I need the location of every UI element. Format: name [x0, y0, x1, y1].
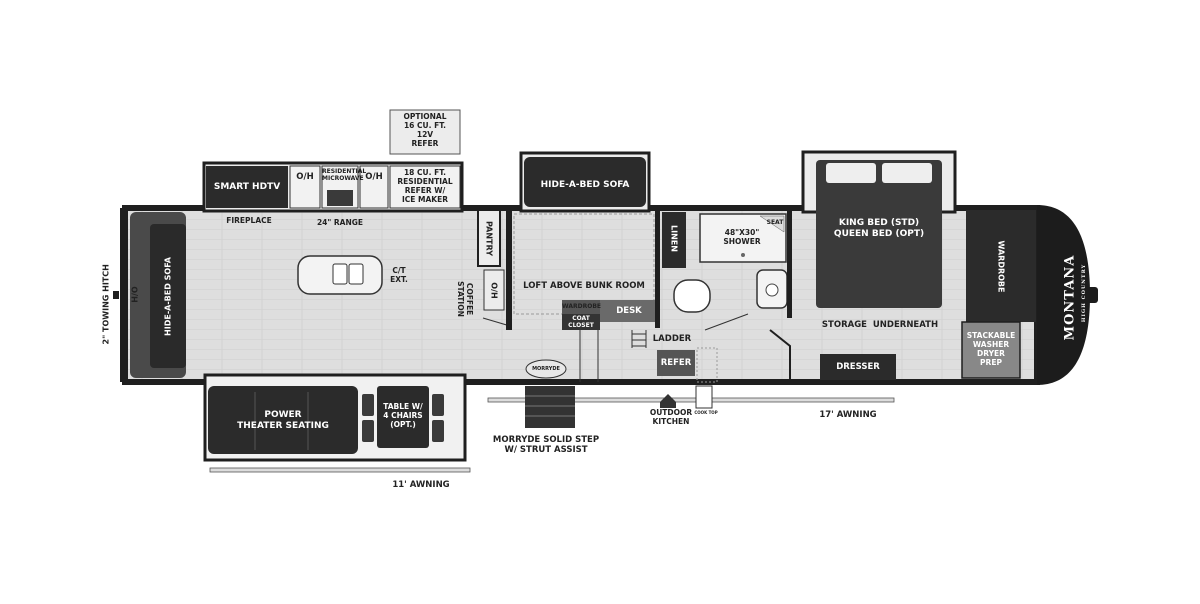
optional-refer-label: OPTIONAL 16 CU. FT. 12V REFER — [403, 112, 447, 148]
range-label: 24" RANGE — [316, 218, 364, 227]
washer-dryer — [961, 321, 1021, 379]
entry-step — [525, 386, 575, 428]
fireplace-label: FIREPLACE — [226, 216, 272, 225]
coffee-oh — [483, 269, 505, 311]
optional-refer-box — [389, 109, 461, 155]
bath-wall-right — [787, 208, 792, 318]
front-wardrobe-label: WARDROBE — [996, 240, 1006, 293]
front-wardrobe — [966, 210, 1036, 322]
oh-cabinet-1 — [289, 165, 321, 209]
dining-table — [377, 386, 429, 448]
bunk-sofa — [524, 157, 646, 207]
cook-top-label: COOK TOP — [694, 410, 718, 415]
montana-logo: MONTANA — [1062, 254, 1078, 341]
kingpin — [1086, 287, 1098, 303]
ladder — [631, 330, 647, 348]
shower-label: 48"X30" SHOWER — [723, 228, 761, 246]
sink-right — [348, 263, 364, 285]
fridge-cabinet — [389, 165, 461, 209]
outdoor-refer — [657, 350, 695, 376]
coat-closet — [562, 314, 600, 330]
washer-dryer-label: STACKABLE WASHER DRYER PREP — [966, 331, 1016, 367]
towing-hitch-label: 2" TOWING HITCH — [101, 264, 111, 345]
coffee-station-label: COFFEE STATION — [456, 281, 474, 317]
ho-label: H/O — [130, 286, 140, 303]
residential-refer-label: 18 CU. FT. RESIDENTIAL REFER W/ ICE MAKE… — [397, 168, 453, 204]
ct-ext-label: C/T EXT. — [390, 266, 408, 284]
loft-label: LOFT ABOVE BUNK ROOM — [523, 281, 645, 291]
seat-label: SEAT — [766, 219, 784, 226]
oh-label-3: O/H — [489, 282, 499, 299]
dresser-label: DRESSER — [836, 362, 880, 372]
hitch-mark — [113, 291, 119, 299]
theater-seats — [208, 386, 358, 454]
pantry-label: PANTRY — [484, 221, 494, 256]
awning-11 — [209, 467, 471, 473]
outdoor-kitchen-marker — [660, 394, 676, 408]
range — [327, 190, 353, 206]
linen — [662, 212, 686, 268]
awning-17-label: 17' AWNING — [819, 410, 877, 420]
morryde-badge-label: MORRYDE — [532, 366, 560, 372]
rear-sofa-seat — [150, 224, 186, 368]
awning-11-label: 11' AWNING — [392, 480, 450, 490]
outdoor-refer-label: REFER — [660, 358, 692, 368]
storage-label: STORAGE UNDERNEATH — [821, 320, 939, 330]
pantry — [477, 209, 501, 267]
bunk-wall — [506, 210, 512, 330]
ladder-label: LADDER — [652, 334, 692, 344]
pillow-1 — [826, 163, 876, 183]
dresser — [820, 354, 896, 380]
outdoor-kitchen-label: OUTDOOR KITCHEN — [649, 408, 693, 426]
tv-cabinet — [206, 166, 288, 208]
pillow-2 — [882, 163, 932, 183]
awning-17 — [487, 397, 895, 403]
oh-cabinet-2 — [359, 165, 389, 209]
microwave-label: RESIDENTIAL MICROWAVE — [322, 168, 367, 182]
rear-wall — [120, 208, 128, 382]
theater-label: POWER THEATER SEATING — [237, 410, 329, 431]
front-cap — [1037, 205, 1090, 385]
coat-closet-label: COAT CLOSET — [568, 315, 594, 329]
small-wardrobe-label: WARDROBE — [562, 303, 601, 310]
linen-label: LINEN — [669, 225, 679, 252]
rear-sofa-label: HIDE-A-BED SOFA — [163, 257, 173, 336]
small-wardrobe — [562, 300, 600, 314]
bed-label: KING BED (STD) QUEEN BED (OPT) — [833, 218, 925, 239]
oh-label-1: O/H — [296, 172, 314, 182]
desk — [600, 300, 658, 322]
cook-top-marker — [695, 385, 713, 409]
table-label: TABLE W/ 4 CHAIRS (OPT.) — [383, 402, 423, 429]
montana-sub: HIGH COUNTRY — [1081, 263, 1087, 323]
desk-label: DESK — [616, 306, 642, 316]
bunk-sofa-label: HIDE-A-BED SOFA — [540, 180, 630, 190]
toilet — [673, 279, 711, 313]
bed-frame — [816, 160, 942, 308]
smart-hdtv-label: SMART HDTV — [213, 182, 281, 192]
morryde-badge — [525, 359, 567, 379]
step-label: MORRYDE SOLID STEP W/ STRUT ASSIST — [492, 435, 600, 455]
oh-label-2: O/H — [365, 172, 383, 182]
bath-wall — [655, 208, 660, 328]
sink-left — [332, 263, 348, 285]
